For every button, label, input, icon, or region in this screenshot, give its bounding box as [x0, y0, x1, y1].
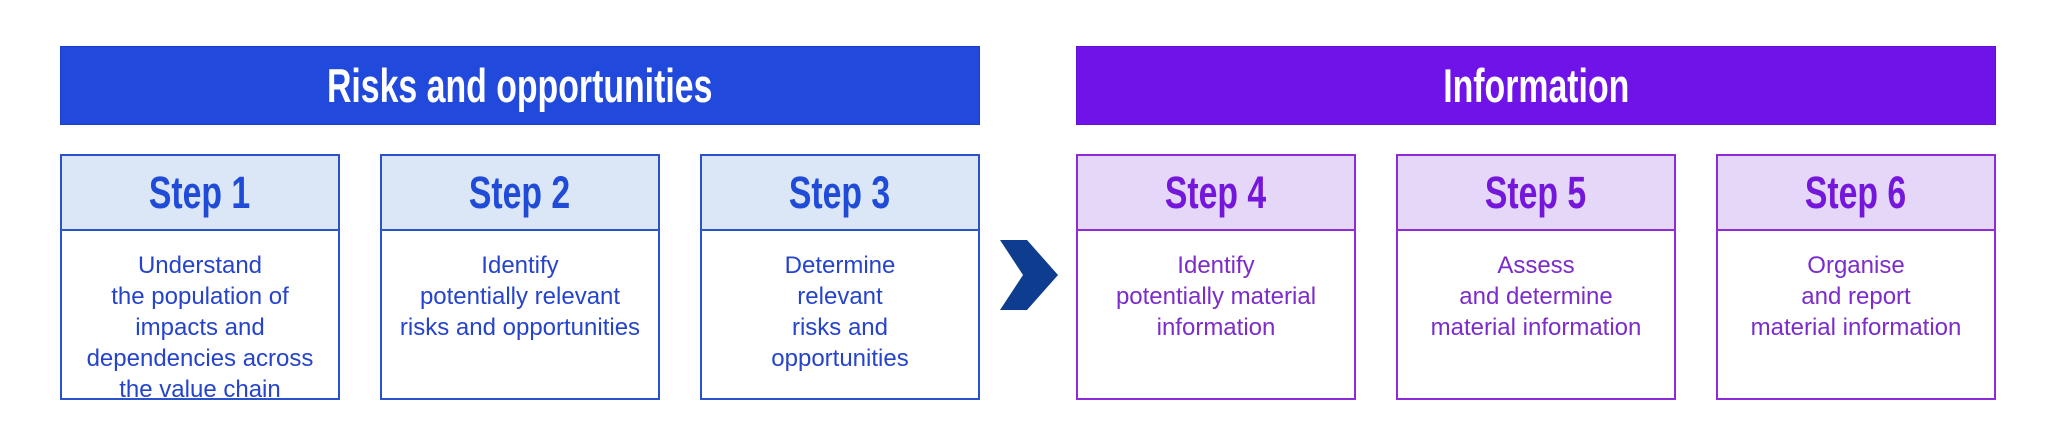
- step-4-box: Step 4 Identify potentially material inf…: [1076, 154, 1356, 400]
- group-risks-and-opportunities: Risks and opportunities Step 1 Understan…: [60, 46, 980, 403]
- group-information: Information Step 4 Identify potentially …: [1076, 46, 1996, 400]
- group-header-information: Information: [1076, 46, 1996, 125]
- steps-row-risks: Step 1 Understand the population of impa…: [60, 154, 980, 403]
- step-2-box: Step 2 Identify potentially relevant ris…: [380, 154, 660, 400]
- step-1-label: Step 1: [149, 166, 251, 218]
- step-5-header: Step 5: [1398, 156, 1674, 231]
- step-5-box: Step 5 Assess and determine material inf…: [1396, 154, 1676, 400]
- steps-row-information: Step 4 Identify potentially material inf…: [1076, 154, 1996, 400]
- step-5-label: Step 5: [1485, 166, 1587, 218]
- step-2-header: Step 2: [382, 156, 658, 231]
- step-5-description: Assess and determine material informatio…: [1430, 252, 1642, 341]
- step-6-box: Step 6 Organise and report material info…: [1716, 154, 1996, 400]
- step-6-description: Organise and report material information: [1750, 252, 1962, 341]
- step-3-box: Step 3 Determine relevant risks and oppo…: [700, 154, 980, 400]
- step-2-label: Step 2: [469, 166, 571, 218]
- step-4-label: Step 4: [1165, 166, 1267, 218]
- group-title: Information: [1442, 59, 1630, 112]
- step-2-description: Identify potentially relevant risks and …: [399, 252, 641, 341]
- step-4-description: Identify potentially material informatio…: [1115, 252, 1317, 341]
- step-3-header: Step 3: [702, 156, 978, 231]
- group-header-risks-and-opportunities: Risks and opportunities: [60, 46, 980, 125]
- step-1-header: Step 1: [62, 156, 338, 231]
- step-3-label: Step 3: [789, 166, 891, 218]
- step-1-box: Step 1 Understand the population of impa…: [60, 154, 340, 403]
- step-4-header: Step 4: [1078, 156, 1354, 231]
- chevron-right-arrow-icon: [1000, 240, 1058, 310]
- step-3-description: Determine relevant risks and opportuniti…: [771, 252, 909, 372]
- step-6-header: Step 6: [1718, 156, 1994, 231]
- group-title: Risks and opportunities: [327, 59, 713, 112]
- step-1-description: Understand the population of impacts and…: [86, 252, 314, 403]
- step-6-label: Step 6: [1805, 166, 1907, 218]
